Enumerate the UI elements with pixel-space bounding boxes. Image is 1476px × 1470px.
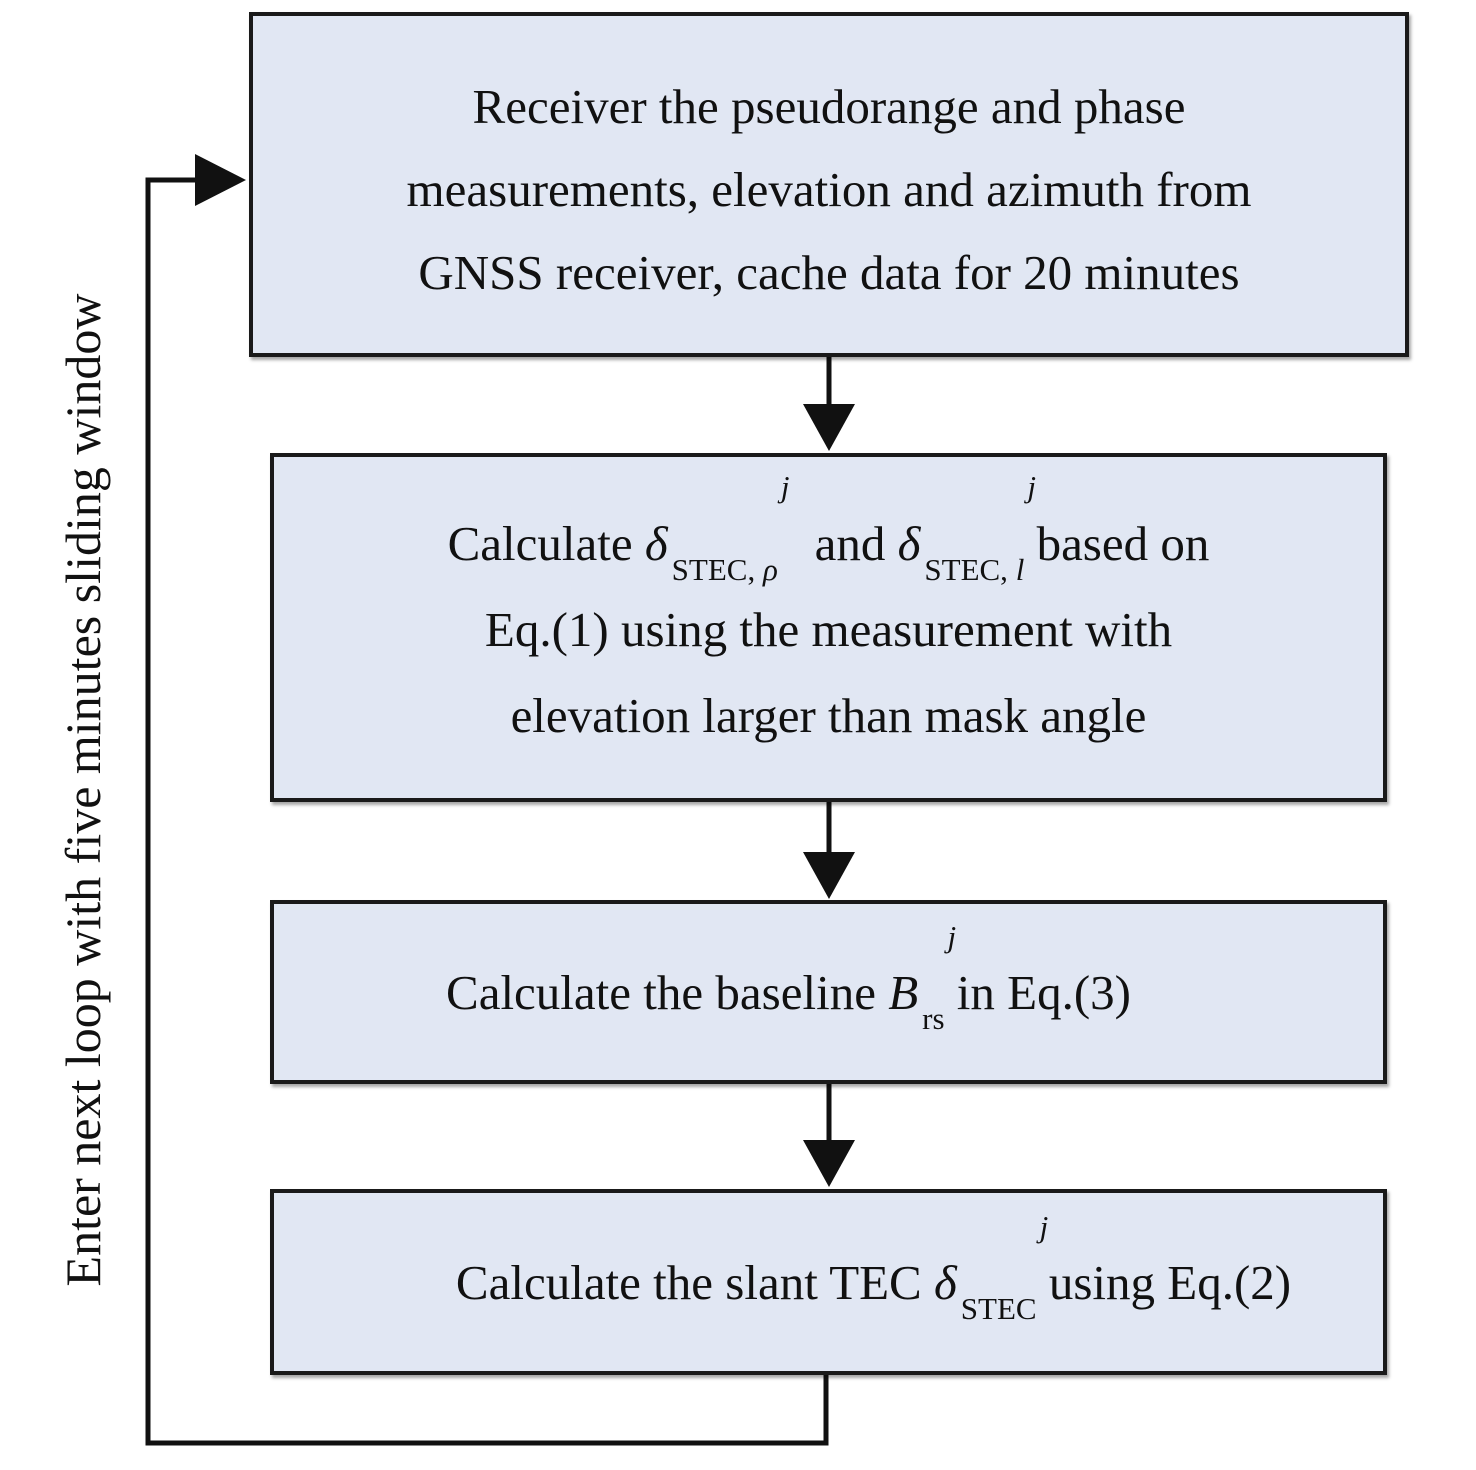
arrow-3-to-4-head — [803, 1140, 855, 1187]
loop-label-text: Enter next loop with five minutes slidin… — [55, 293, 111, 1287]
step-2-prefix: Calculate — [447, 515, 645, 571]
step-2-line-3: elevation larger than mask angle — [510, 687, 1147, 743]
loop-back-line — [145, 177, 829, 1446]
step-2-mid: and — [814, 515, 898, 571]
step-4-prefix: Calculate the slant TEC — [455, 1254, 934, 1310]
loop-arrow-head — [195, 154, 246, 206]
arrow-2-to-3-head — [803, 852, 855, 899]
step-1-line-1: Receiver the pseudorange and phase — [472, 79, 1186, 134]
step-3-prefix: Calculate the baseline — [446, 964, 889, 1020]
step-1-line-2: measurements, elevation and azimuth from — [406, 162, 1252, 217]
step-1-box: Receiver the pseudorange and phase measu… — [249, 12, 1409, 357]
step-4-suffix: using Eq.(2) — [1036, 1254, 1292, 1310]
step-2-suffix: based on — [1024, 515, 1210, 571]
step-1-text: Receiver the pseudorange and phase measu… — [407, 55, 1252, 314]
step-1-line-3: GNSS receiver, cache data for 20 minutes — [418, 245, 1240, 300]
step-2-line-2: Eq.(1) using the measurement with — [484, 601, 1173, 657]
step-3-suffix: in Eq.(3) — [944, 964, 1131, 1020]
arrow-1-to-2-head — [803, 404, 855, 451]
